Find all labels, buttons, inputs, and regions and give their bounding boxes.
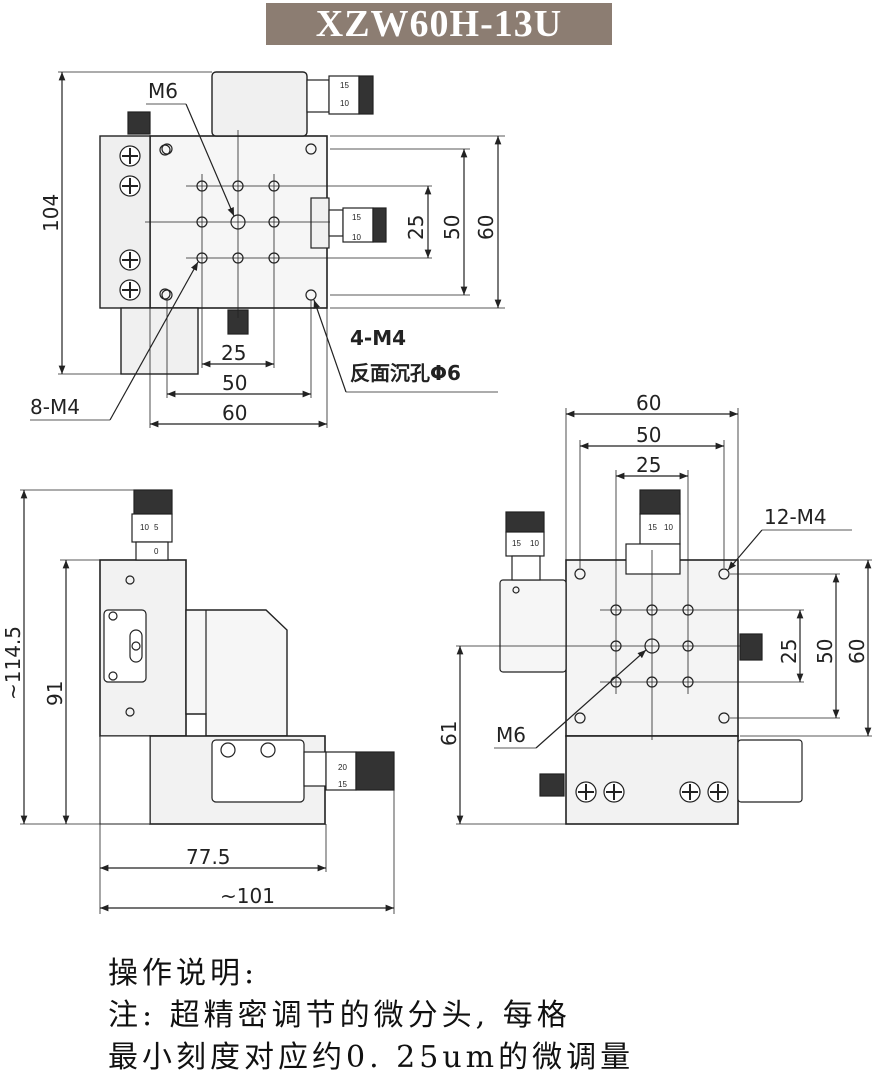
micrometer-tick: 5 — [154, 523, 159, 532]
micrometer-tick: 10 — [340, 99, 349, 108]
top-view: 15 10 15 10 — [30, 71, 505, 428]
dim-top-60: 60 — [636, 391, 661, 415]
dim-bottom-50: 50 — [222, 371, 247, 395]
dim-top-50: 50 — [636, 423, 661, 447]
micrometer-tick: 10 — [352, 233, 361, 242]
dim-104: 104 — [39, 194, 63, 232]
label-12-m4: 12-M4 — [764, 505, 827, 529]
micrometer-tick: 15 — [338, 780, 347, 789]
label-counterbore: 反面沉孔Φ6 — [350, 361, 461, 385]
dim-right-60: 60 — [845, 639, 869, 664]
micrometer-tick: 10 — [140, 523, 149, 532]
label-m6-front: M6 — [496, 723, 526, 747]
dim-bottom-60: 60 — [222, 401, 247, 425]
side-view: 20 15 10 5 0 ~114.5 91 77.5 ~101 — [1, 489, 395, 914]
dim-right-25: 25 — [777, 639, 801, 664]
dim-60: 60 — [474, 215, 498, 240]
product-title: XZW60H-13U — [315, 3, 563, 45]
dim-61: 61 — [437, 721, 461, 746]
dim-101: ~101 — [220, 884, 275, 908]
dim-77-5: 77.5 — [186, 845, 231, 869]
label-8-m4: 8-M4 — [30, 395, 80, 419]
dim-25: 25 — [404, 215, 428, 240]
micrometer-tick: 15 — [352, 213, 361, 222]
label-4-m4: 4-M4 — [350, 326, 406, 350]
label-m6: M6 — [148, 79, 178, 103]
micrometer-tick: 15 — [512, 539, 521, 548]
micrometer-tick: 10 — [530, 539, 539, 548]
micrometer-tick: 15 — [340, 81, 349, 90]
title-banner: XZW60H-13U — [266, 3, 612, 45]
notes-line-2: 最小刻度对应约0. 25um的微调量 — [108, 1040, 635, 1075]
dim-91: 91 — [43, 681, 67, 706]
dim-right-50: 50 — [813, 639, 837, 664]
dim-114-5: ~114.5 — [1, 626, 25, 700]
notes-heading: 操作说明: — [108, 956, 259, 991]
dim-50: 50 — [440, 215, 464, 240]
micrometer-tick: 0 — [154, 547, 159, 556]
dim-bottom-25: 25 — [221, 341, 246, 365]
notes-line-1: 注: 超精密调节的微分头, 每格 — [108, 998, 571, 1033]
front-view: 15 10 15 10 — [437, 391, 872, 825]
micrometer-tick: 10 — [664, 523, 673, 532]
dim-top-25: 25 — [636, 453, 661, 477]
micrometer-tick: 20 — [338, 763, 347, 772]
micrometer-tick: 15 — [648, 523, 657, 532]
